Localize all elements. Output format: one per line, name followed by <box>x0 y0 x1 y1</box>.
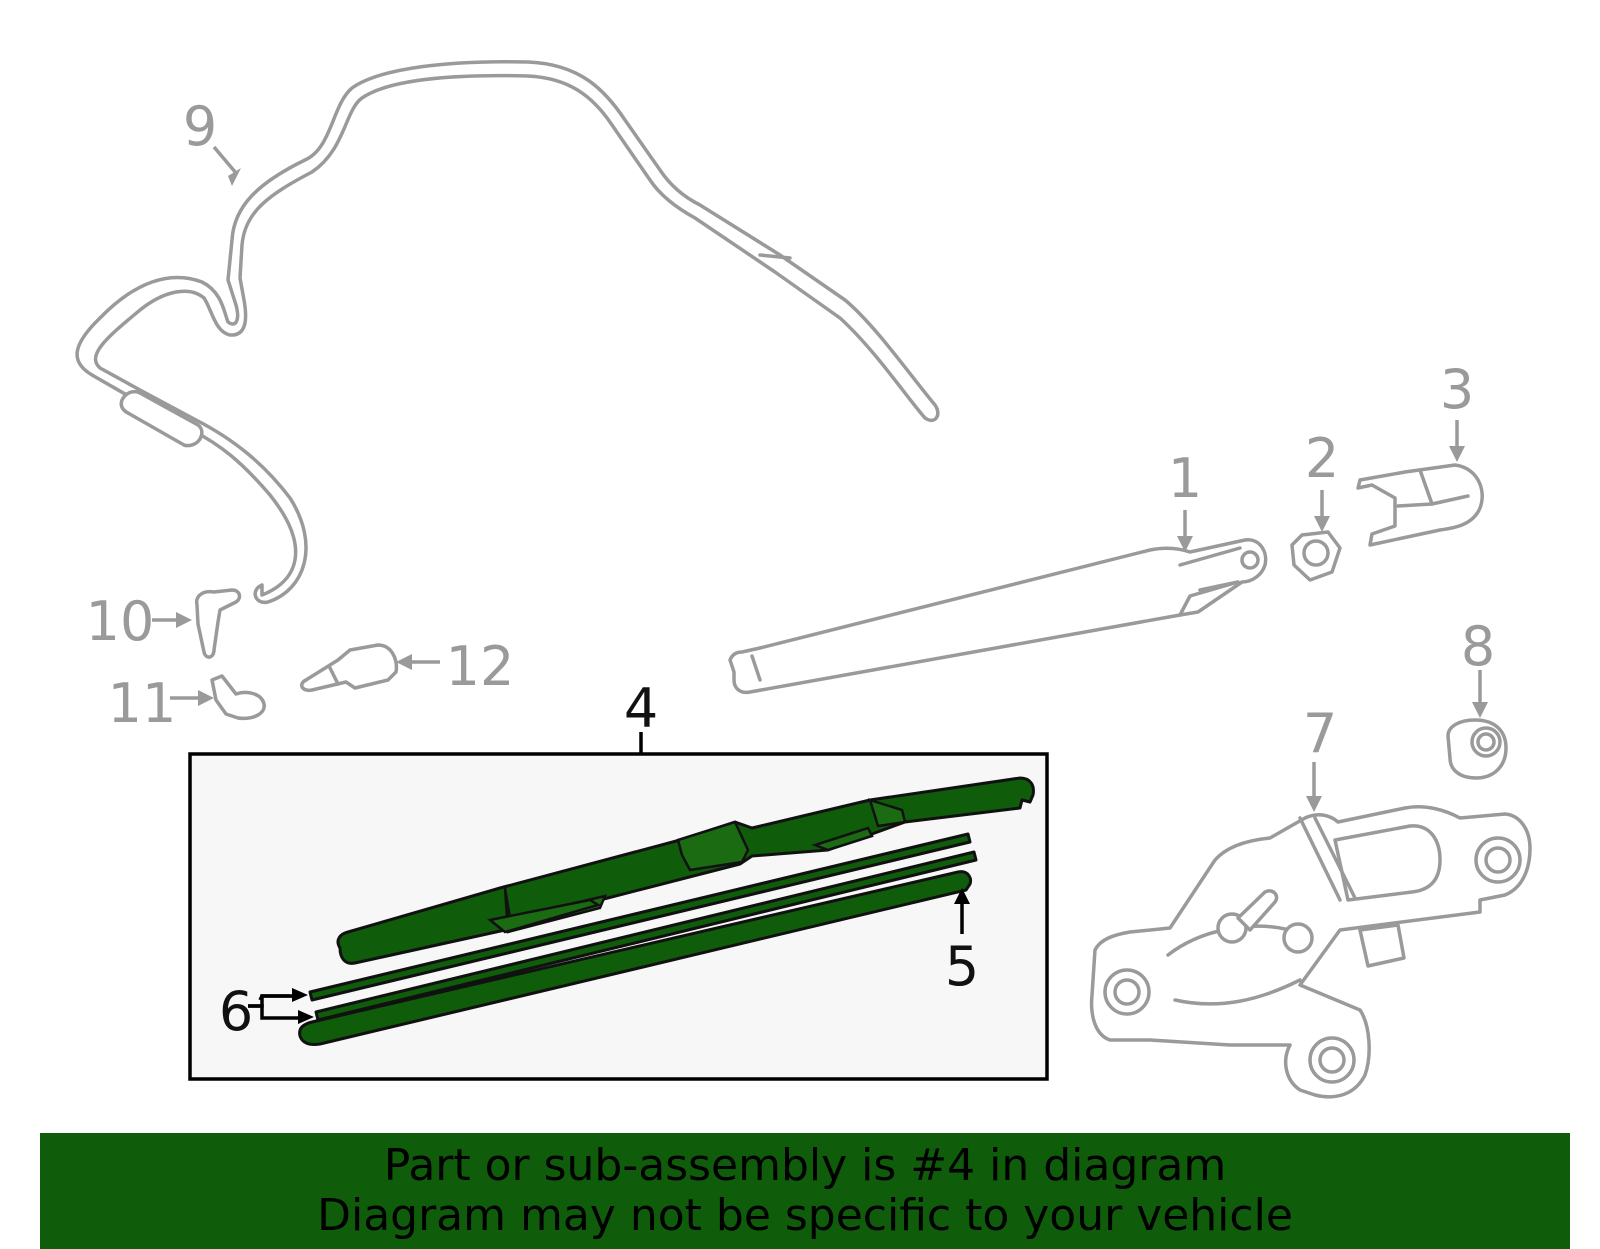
callout-2: 2 <box>1305 427 1339 490</box>
callout-1: 1 <box>1168 447 1202 510</box>
nozzle-part-12 <box>300 643 399 693</box>
callout-3: 3 <box>1440 358 1474 421</box>
gray-leader-arrows <box>152 145 1488 812</box>
callout-7: 7 <box>1303 702 1337 765</box>
cap-part-3 <box>1356 463 1484 547</box>
banner-line-2: Diagram may not be specific to your vehi… <box>317 1190 1293 1241</box>
callout-12: 12 <box>446 635 515 698</box>
inset-part-4 <box>188 732 1049 1081</box>
callout-11: 11 <box>108 672 177 735</box>
callout-5: 5 <box>945 935 979 998</box>
callout-10: 10 <box>86 590 155 653</box>
callout-9: 9 <box>183 95 217 158</box>
callout-8: 8 <box>1461 615 1495 678</box>
grommet-part-8 <box>1446 718 1508 780</box>
bracket-part-11 <box>210 674 266 721</box>
info-banner: Part or sub-assembly is #4 in diagram Di… <box>40 1133 1570 1249</box>
banner-line-1: Part or sub-assembly is #4 in diagram <box>383 1140 1227 1191</box>
nut-part-2 <box>1290 530 1342 582</box>
connector-part-10 <box>194 588 242 659</box>
wiper-motor-part-7 <box>1089 805 1532 1099</box>
callout-4: 4 <box>624 677 658 740</box>
callout-6: 6 <box>219 980 253 1043</box>
washer-hose-part-9 <box>75 59 940 605</box>
wiper-arm-part-1 <box>728 538 1268 695</box>
